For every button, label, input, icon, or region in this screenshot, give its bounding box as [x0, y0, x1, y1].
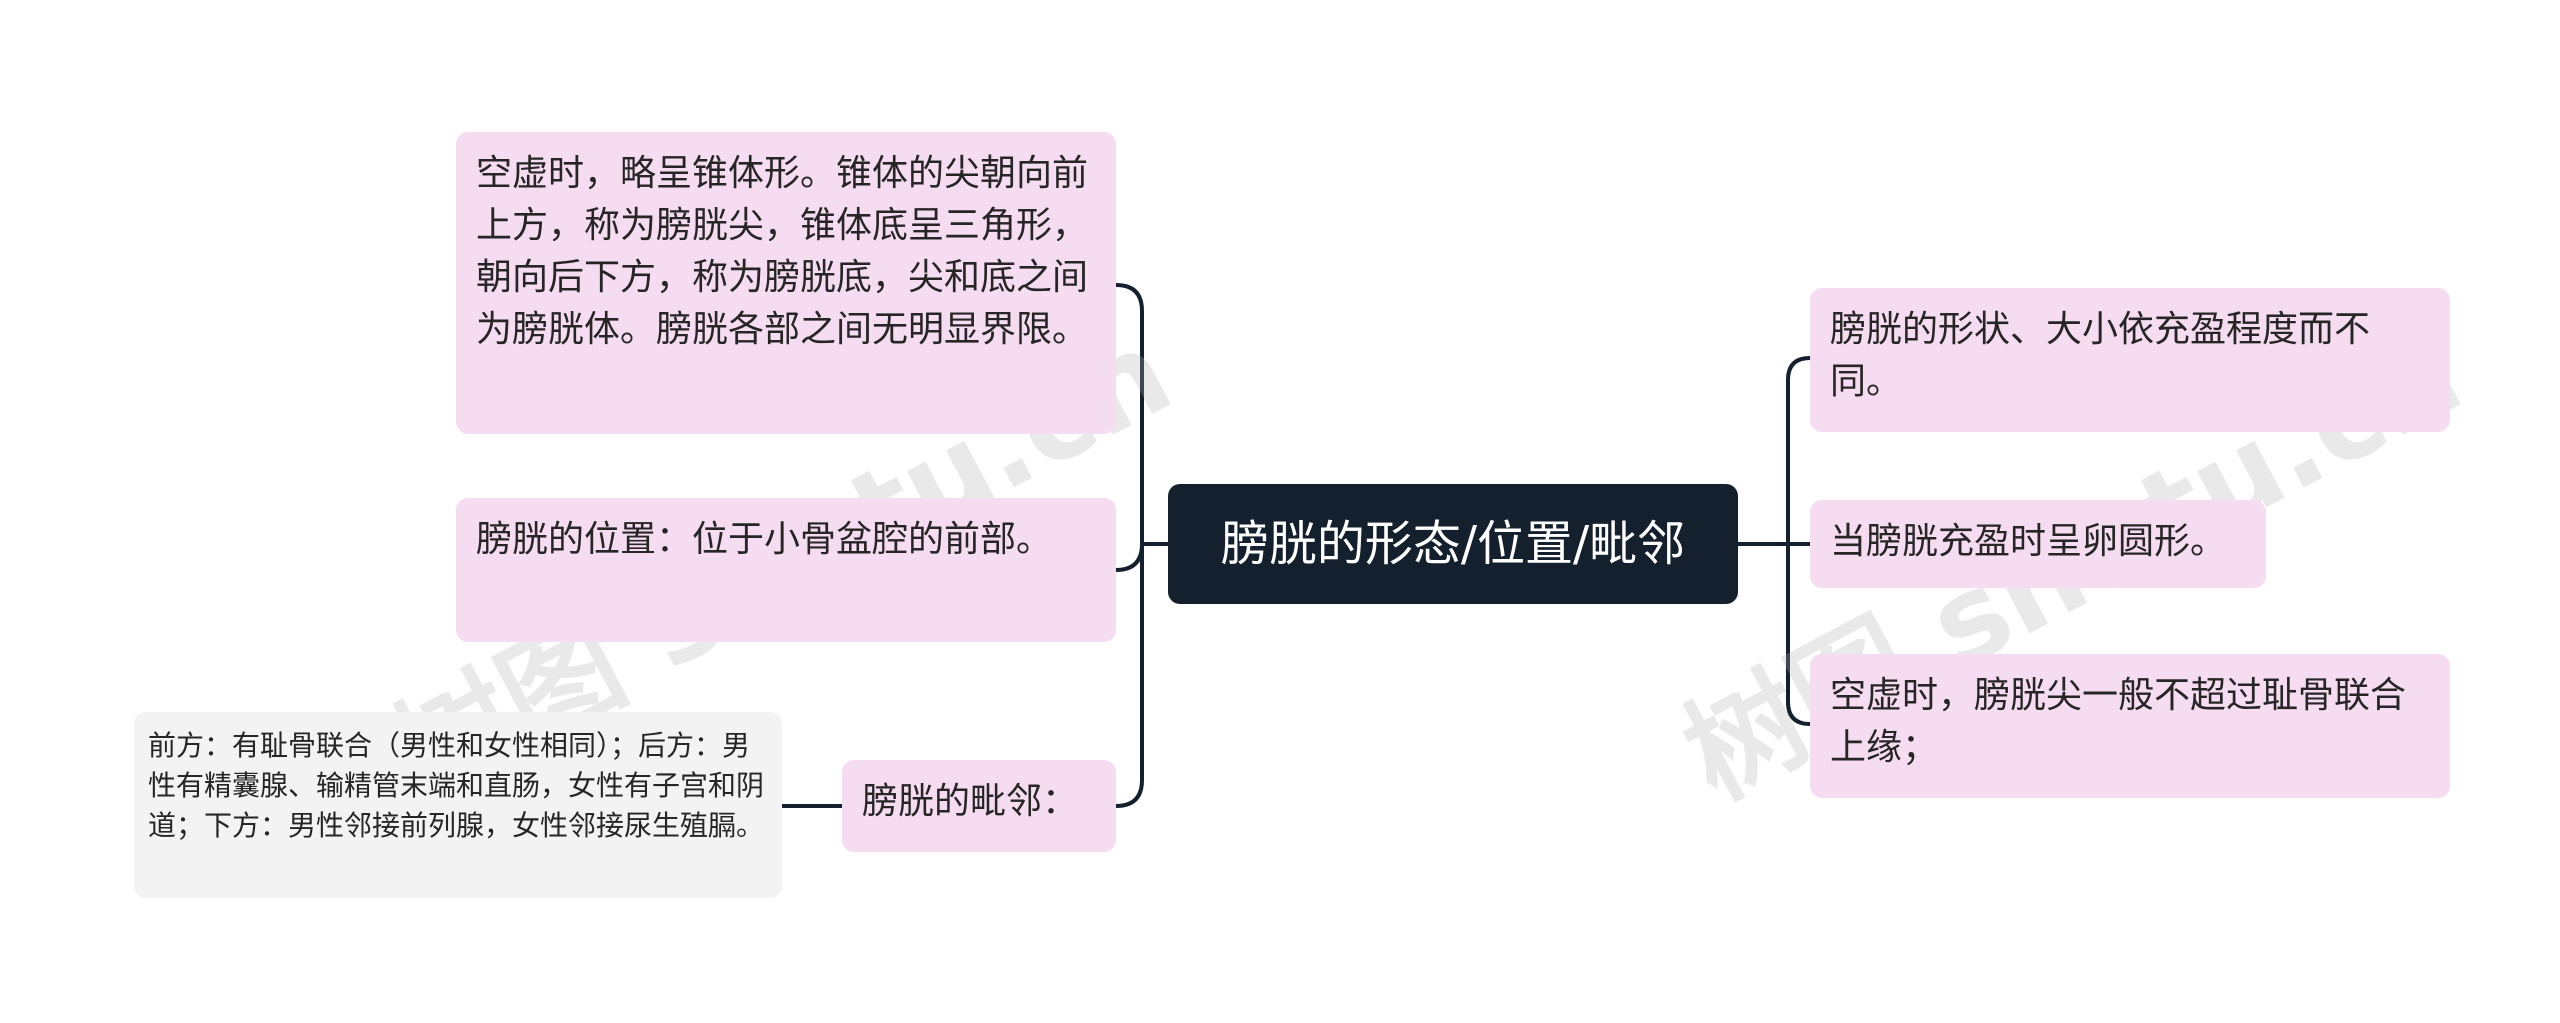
- topic-position[interactable]: 膀胱的位置：位于小骨盆腔的前部。: [456, 498, 1116, 642]
- subtopic-adjacency-detail[interactable]: 前方：有耻骨联合（男性和女性相同）；后方：男性有精囊腺、输精管末端和直肠，女性有…: [134, 712, 782, 898]
- root-topic[interactable]: 膀胱的形态/位置/毗邻: [1168, 484, 1738, 604]
- topic-shape[interactable]: 空虚时，略呈锥体形。锥体的尖朝向前上方，称为膀胱尖，锥体底呈三角形，朝向后下方，…: [456, 132, 1116, 434]
- topic-filled-shape[interactable]: 当膀胱充盈时呈卵圆形。: [1810, 500, 2266, 588]
- topic-size[interactable]: 膀胱的形状、大小依充盈程度而不同。: [1810, 288, 2450, 432]
- topic-empty-apex[interactable]: 空虚时，膀胱尖一般不超过耻骨联合上缘；: [1810, 654, 2450, 798]
- topic-adjacency[interactable]: 膀胱的毗邻：: [842, 760, 1116, 852]
